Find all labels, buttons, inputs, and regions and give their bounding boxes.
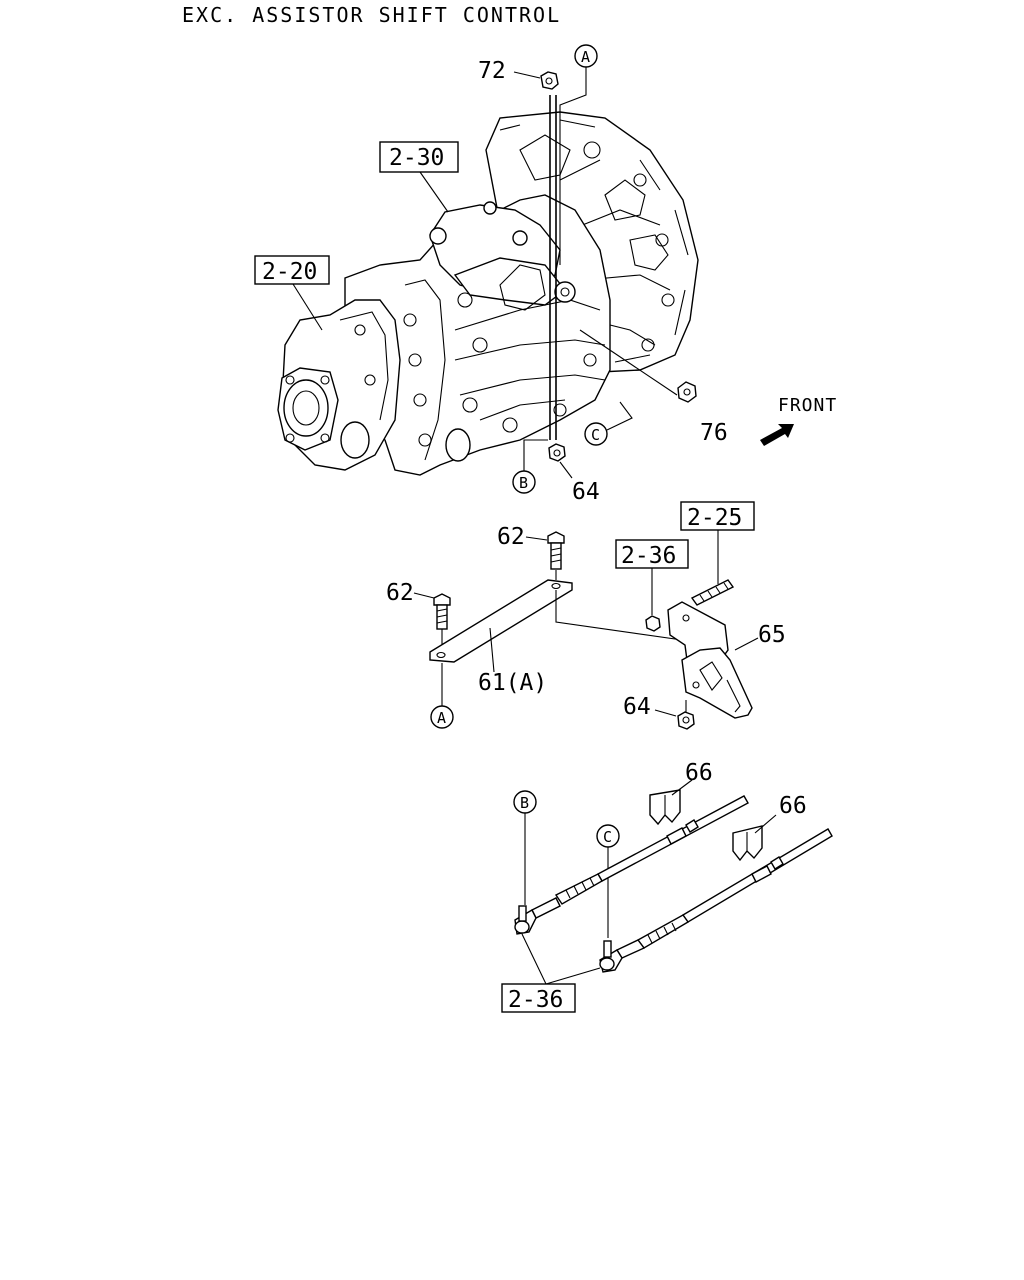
circle-ref-c-bottom: C <box>596 824 620 848</box>
stud-bolt <box>690 579 735 606</box>
circle-ref-a-bottom: A <box>430 705 454 729</box>
ref-box-2-36-lower: 2-36 <box>501 983 576 1013</box>
nut-72 <box>540 71 559 90</box>
clip-66-right <box>732 825 763 862</box>
nut-64-top <box>548 443 566 462</box>
svg-text:2-25: 2-25 <box>687 505 742 531</box>
nut-64-bottom <box>677 711 695 730</box>
circle-ref-c-top: C <box>584 422 608 446</box>
svg-text:A: A <box>437 709 446 727</box>
ref-box-2-30: 2-30 <box>379 141 459 173</box>
clip-66-left <box>649 789 681 826</box>
circle-ref-a-top: A <box>574 44 598 68</box>
svg-text:C: C <box>591 426 600 444</box>
diagram-title: EXC. ASSISTOR SHIFT CONTROL <box>182 3 561 27</box>
part-number-72: 72 <box>478 58 506 84</box>
part-number-65: 65 <box>758 622 786 648</box>
front-arrow-icon <box>760 424 794 446</box>
ref-box-2-20: 2-20 <box>254 255 330 285</box>
part-number-66-left: 66 <box>685 760 713 786</box>
nut-small <box>645 615 661 632</box>
front-label: FRONT <box>778 395 837 416</box>
ref-box-2-36-upper: 2-36 <box>615 539 689 569</box>
part-number-61a: 61(A) <box>478 670 547 696</box>
circle-ref-b-bottom: B <box>513 790 537 814</box>
svg-text:2-30: 2-30 <box>389 145 444 171</box>
svg-text:2-20: 2-20 <box>262 259 317 285</box>
bracket-65 <box>667 601 753 719</box>
svg-text:B: B <box>519 474 528 492</box>
svg-text:2-36: 2-36 <box>508 987 563 1013</box>
svg-text:2-36: 2-36 <box>621 543 676 569</box>
svg-text:B: B <box>520 794 529 812</box>
nut-76 <box>677 381 697 403</box>
plate-61a <box>429 579 573 663</box>
part-number-64-bottom: 64 <box>623 694 651 720</box>
part-number-62-upper: 62 <box>497 524 525 550</box>
shift-rod <box>549 95 557 440</box>
part-number-76: 76 <box>700 420 728 446</box>
bolt-62-left <box>433 593 451 630</box>
circle-ref-b-top: B <box>512 470 536 494</box>
shift-cable-2 <box>599 828 833 973</box>
bolt-62-upper <box>547 531 565 570</box>
transmission-assembly <box>277 111 699 476</box>
svg-text:C: C <box>603 828 612 846</box>
part-number-64-top: 64 <box>572 479 600 505</box>
ref-box-2-25: 2-25 <box>680 501 755 531</box>
shift-cable-1 <box>514 795 749 935</box>
part-number-66-right: 66 <box>779 793 807 819</box>
part-number-62-left: 62 <box>386 580 414 606</box>
svg-text:A: A <box>581 48 590 66</box>
